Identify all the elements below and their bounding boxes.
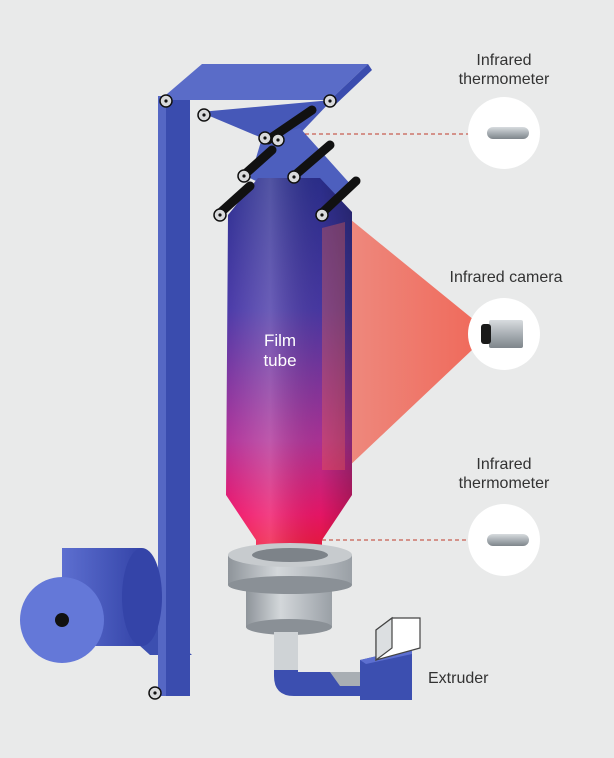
film-tube-label-line1: Film: [264, 331, 296, 350]
film-tube: [226, 178, 352, 552]
extruder-label: Extruder: [428, 670, 489, 687]
thermometer-bottom-label-line1: Infrared: [476, 456, 531, 473]
camera-beam: [345, 215, 490, 470]
extruder: [274, 616, 421, 700]
guide-rollers: [148, 94, 337, 700]
camera-icon: [481, 320, 523, 348]
extrusion-die: [228, 543, 352, 635]
camera-label: Infrared camera: [450, 269, 563, 286]
thermometer-top-label-line1: Infrared: [476, 52, 531, 69]
camera-beam-overlay: [322, 222, 345, 470]
thermometer-sensor-icon: [487, 534, 529, 546]
film-tube-label-line2: tube: [263, 351, 296, 370]
wind-up-roll: [20, 548, 162, 663]
thermometer-top-label-line2: thermometer: [459, 71, 550, 88]
thermometer-sensor-icon: [487, 127, 529, 139]
thermometer-bottom-label-line2: thermometer: [459, 475, 550, 492]
